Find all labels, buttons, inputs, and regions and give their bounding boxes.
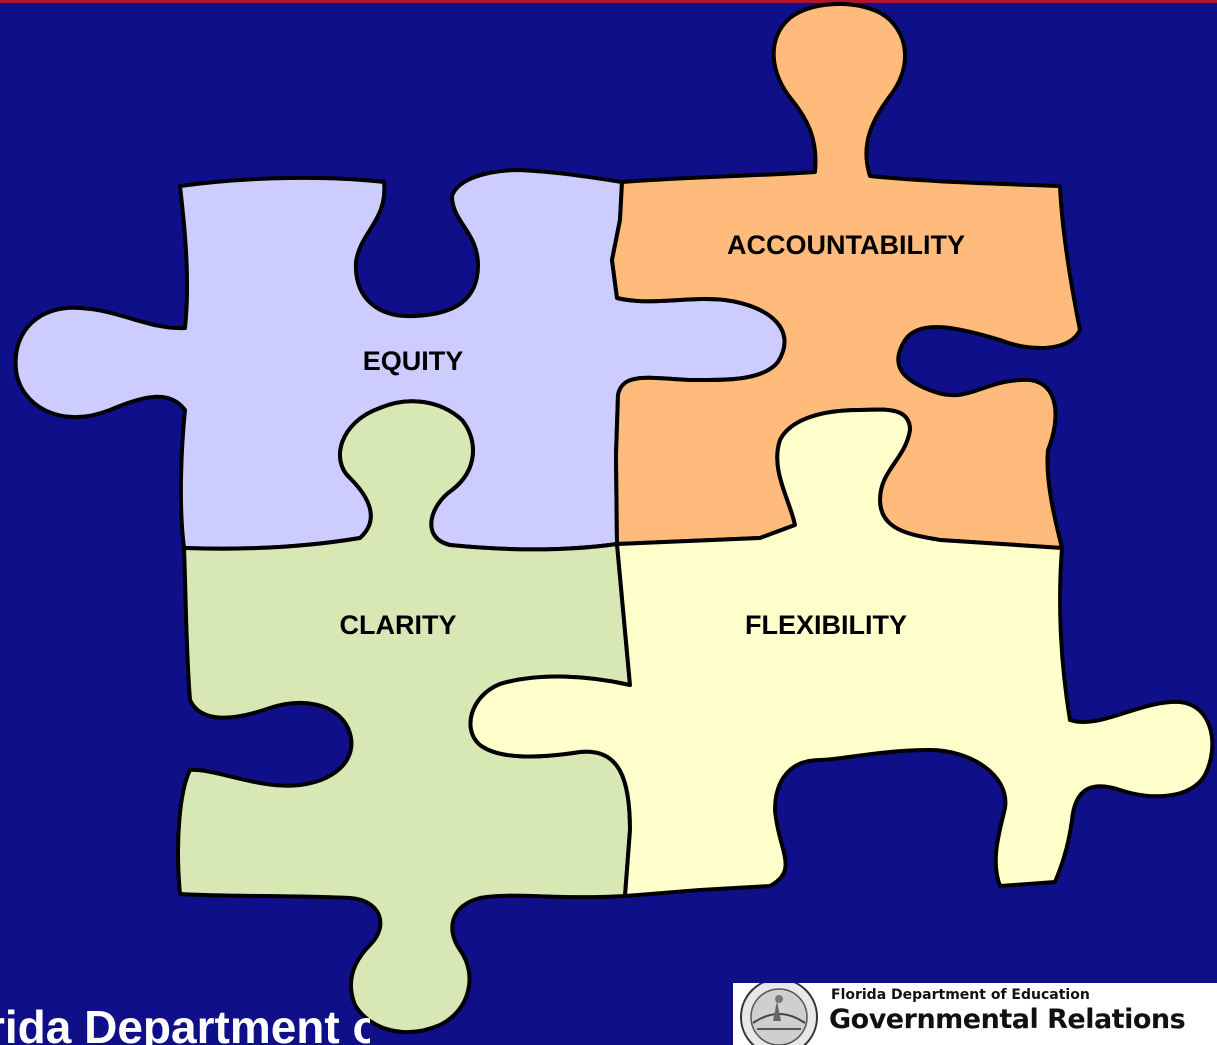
puzzle-piece-flexibility — [468, 407, 1215, 898]
accountability-label: ACCOUNTABILITY — [727, 230, 965, 260]
flexibility-label: FLEXIBILITY — [745, 610, 907, 640]
clarity-label: CLARITY — [340, 610, 457, 640]
office-name: Governmental Relations — [829, 1004, 1186, 1035]
footer-department-text: Florida Department of Education — [0, 1001, 370, 1045]
state-seal-icon — [733, 983, 825, 1045]
agency-name: Florida Department of Education — [831, 987, 1090, 1003]
governmental-relations-logo: Florida Department of Education Governme… — [733, 983, 1217, 1045]
puzzle-piece-clarity — [176, 399, 632, 1034]
equity-label: EQUITY — [363, 346, 464, 376]
top-accent-bar — [0, 0, 1217, 3]
puzzle-piece-accountability — [610, 1, 1082, 550]
